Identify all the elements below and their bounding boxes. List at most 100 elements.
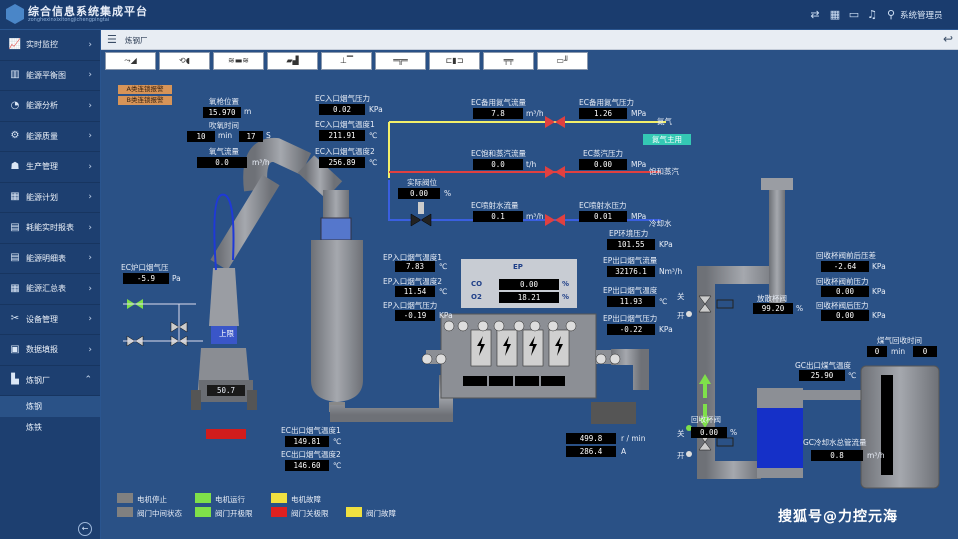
pie-chart-icon: ◔ — [10, 99, 20, 111]
collapse-sidebar-icon[interactable]: ← — [78, 522, 92, 536]
sidebar-item-1[interactable]: ▥能源平衡图› — [0, 61, 100, 91]
sidebar-item-label: 能源平衡图 — [26, 70, 66, 80]
bleed-close-tag: 关 — [677, 292, 685, 301]
spray-press-unit: MPa — [631, 212, 647, 221]
ep-o2-unit: % — [562, 293, 570, 301]
ep-out-temp-value: 11.93 — [607, 296, 655, 307]
ec-in-press-label: EC入口烟气压力 — [315, 94, 370, 103]
chevron-right-icon: › — [88, 161, 92, 172]
main-content: ☰ 炼钢厂 ↩ ⤳◢ ⟲◖ ≋▬≋ ▰▟ ⊥▔ ═╦═ ⊏▮⊐ ╤╤ ▭╜ — [101, 30, 958, 539]
chevron-right-icon: › — [88, 253, 92, 264]
equipment-converter-icon[interactable]: ⤳◢ — [105, 52, 156, 70]
spray-flow-value: 0.1 — [473, 211, 523, 222]
rec-press-diff-unit: KPa — [872, 262, 886, 271]
ep-analyzer-panel: EP CO 0.00 % O2 18.21 % — [461, 259, 577, 308]
sidebar-item-3[interactable]: ⚙能源质量› — [0, 122, 100, 152]
equipment-pipeline-icon[interactable]: ═╦═ — [375, 52, 426, 70]
tab-title[interactable]: 炼钢厂 — [125, 36, 148, 45]
valve-pos-unit: % — [444, 189, 452, 198]
equipment-cooler-icon[interactable]: ≋▬≋ — [213, 52, 264, 70]
chevron-right-icon: › — [88, 222, 92, 233]
sidebar-item-label: 能源汇总表 — [26, 284, 66, 294]
legend-valve-fault: 阀门故障 — [366, 509, 396, 518]
sidebar-item-0[interactable]: 📈实时监控› — [0, 30, 100, 61]
ec-in-temp1-unit: ℃ — [369, 131, 378, 140]
list-icon: ▤ — [10, 252, 20, 264]
legend-valve-open-swatch — [195, 507, 211, 517]
gc-cool-flow-unit: m³/h — [867, 451, 885, 460]
chevron-right-icon: › — [88, 131, 92, 142]
sidebar-item-8[interactable]: ▦能源汇总表› — [0, 274, 100, 305]
equipment-pump-icon[interactable]: ⟲◖ — [159, 52, 210, 70]
ep-env-press-label: EP环境压力 — [609, 229, 649, 238]
legend-motor-run: 电机运行 — [215, 495, 245, 504]
app-title: 综合信息系统集成平台 — [28, 5, 148, 18]
ep-co-value: 0.00 — [499, 279, 559, 290]
gc-gas-temp-label: GC出口煤气温度 — [795, 361, 852, 370]
bell-icon[interactable]: ♫ — [867, 8, 877, 21]
ep-in-temp2-unit: ℃ — [439, 287, 448, 296]
rec-press-diff-value: -2.64 — [821, 261, 869, 272]
menu-icon[interactable]: ☰ — [107, 33, 117, 46]
gc-gas-temp-unit: ℃ — [848, 371, 857, 380]
chevron-right-icon: › — [88, 314, 92, 325]
equipment-valve-icon[interactable]: ⊥▔ — [321, 52, 372, 70]
equipment-fan-icon[interactable]: ▰▟ — [267, 52, 318, 70]
fan-current-unit: A — [621, 447, 627, 456]
ec-out-temp2-label: EC出口烟气温度2 — [281, 450, 341, 459]
user-name[interactable]: 系统管理员 — [900, 11, 943, 21]
top-bar: 综合信息系统集成平台 zonghexinxixitongjichengpingt… — [0, 0, 958, 30]
grid-icon[interactable]: ▦ — [829, 8, 841, 21]
legend-valve-close: 阀门关极限 — [291, 509, 329, 518]
sidebar-subitem-0[interactable]: 炼钢 — [0, 396, 100, 417]
n2-main-button[interactable]: 氮气主用 — [643, 134, 691, 145]
legend-valve-mid-swatch — [117, 507, 133, 517]
blow-time-label: 吹氧时间 — [209, 121, 239, 130]
chevron-right-icon: › — [88, 344, 92, 355]
steam-press-value: 0.00 — [579, 159, 627, 170]
equipment-header-icon[interactable]: ╤╤ — [483, 52, 534, 70]
blow-time-min-unit: min — [218, 131, 233, 140]
sidebar-item-7[interactable]: ▤能源明细表› — [0, 244, 100, 274]
sidebar-subitem-1[interactable]: 炼铁 — [0, 417, 100, 438]
ec-out-temp2-value: 146.60 — [285, 460, 329, 471]
equipment-filter-icon[interactable]: ⊏▮⊐ — [429, 52, 480, 70]
n2-flow-label: EC备用氮气流量 — [471, 98, 526, 107]
legend-valve-fault-swatch — [346, 507, 362, 517]
ep-in-temp1-unit: ℃ — [439, 262, 448, 271]
watermark: 搜狐号@力控元海 — [778, 509, 898, 525]
sidebar-item-6[interactable]: ▤ 耗能实时报表 › — [0, 213, 100, 244]
converter-tilt-indicator — [206, 429, 246, 439]
ep-o2-value: 18.21 — [499, 292, 559, 303]
ec-in-press-value: 0.02 — [319, 104, 365, 115]
translate-icon[interactable]: ⇄ — [810, 8, 820, 21]
chart-line-icon: 📈 — [8, 38, 22, 50]
legend-motor-run-swatch — [195, 493, 211, 503]
equipment-outlet-icon[interactable]: ▭╜ — [537, 52, 588, 70]
ec-out-temp1-label: EC出口烟气温度1 — [281, 426, 341, 435]
valve-pos-label: 实际阀位 — [407, 178, 437, 187]
window-icon[interactable]: ▭ — [848, 8, 860, 21]
report-icon: ▤ — [10, 221, 20, 233]
sidebar-item-11[interactable]: ▙炼钢厂⌃ — [0, 366, 100, 396]
steam-flow-label: EC饱和蒸汽流量 — [471, 149, 526, 158]
back-icon[interactable]: ↩ — [943, 32, 954, 46]
ep-title: EP — [513, 263, 523, 271]
app-logo-icon — [6, 4, 24, 24]
sidebar-item-4[interactable]: ☗生产管理› — [0, 152, 100, 183]
calendar-icon: ▦ — [10, 191, 20, 203]
alarm-a[interactable]: A类连锁报警 — [118, 85, 172, 94]
n2-press-unit: MPa — [631, 109, 647, 118]
alarm-b[interactable]: B类连锁报警 — [118, 96, 172, 105]
furnace-press-value: -5.9 — [123, 273, 169, 284]
sidebar-item-5[interactable]: ▦能源计划› — [0, 183, 100, 213]
sidebar-item-10[interactable]: ▣数据填报› — [0, 335, 100, 366]
bleed-open-tag: 开 — [677, 311, 685, 320]
sidebar-item-9[interactable]: ✂设备管理› — [0, 305, 100, 335]
sidebar-item-label: 耗能实时报表 — [26, 223, 74, 233]
rec-press-before-unit: KPa — [872, 287, 886, 296]
o2-flow-label: 氧气流量 — [209, 147, 239, 156]
recovery-valve-unit: % — [730, 428, 738, 437]
user-icon[interactable]: ⚲ — [886, 8, 896, 21]
sidebar-item-2[interactable]: ◔能源分析› — [0, 91, 100, 122]
